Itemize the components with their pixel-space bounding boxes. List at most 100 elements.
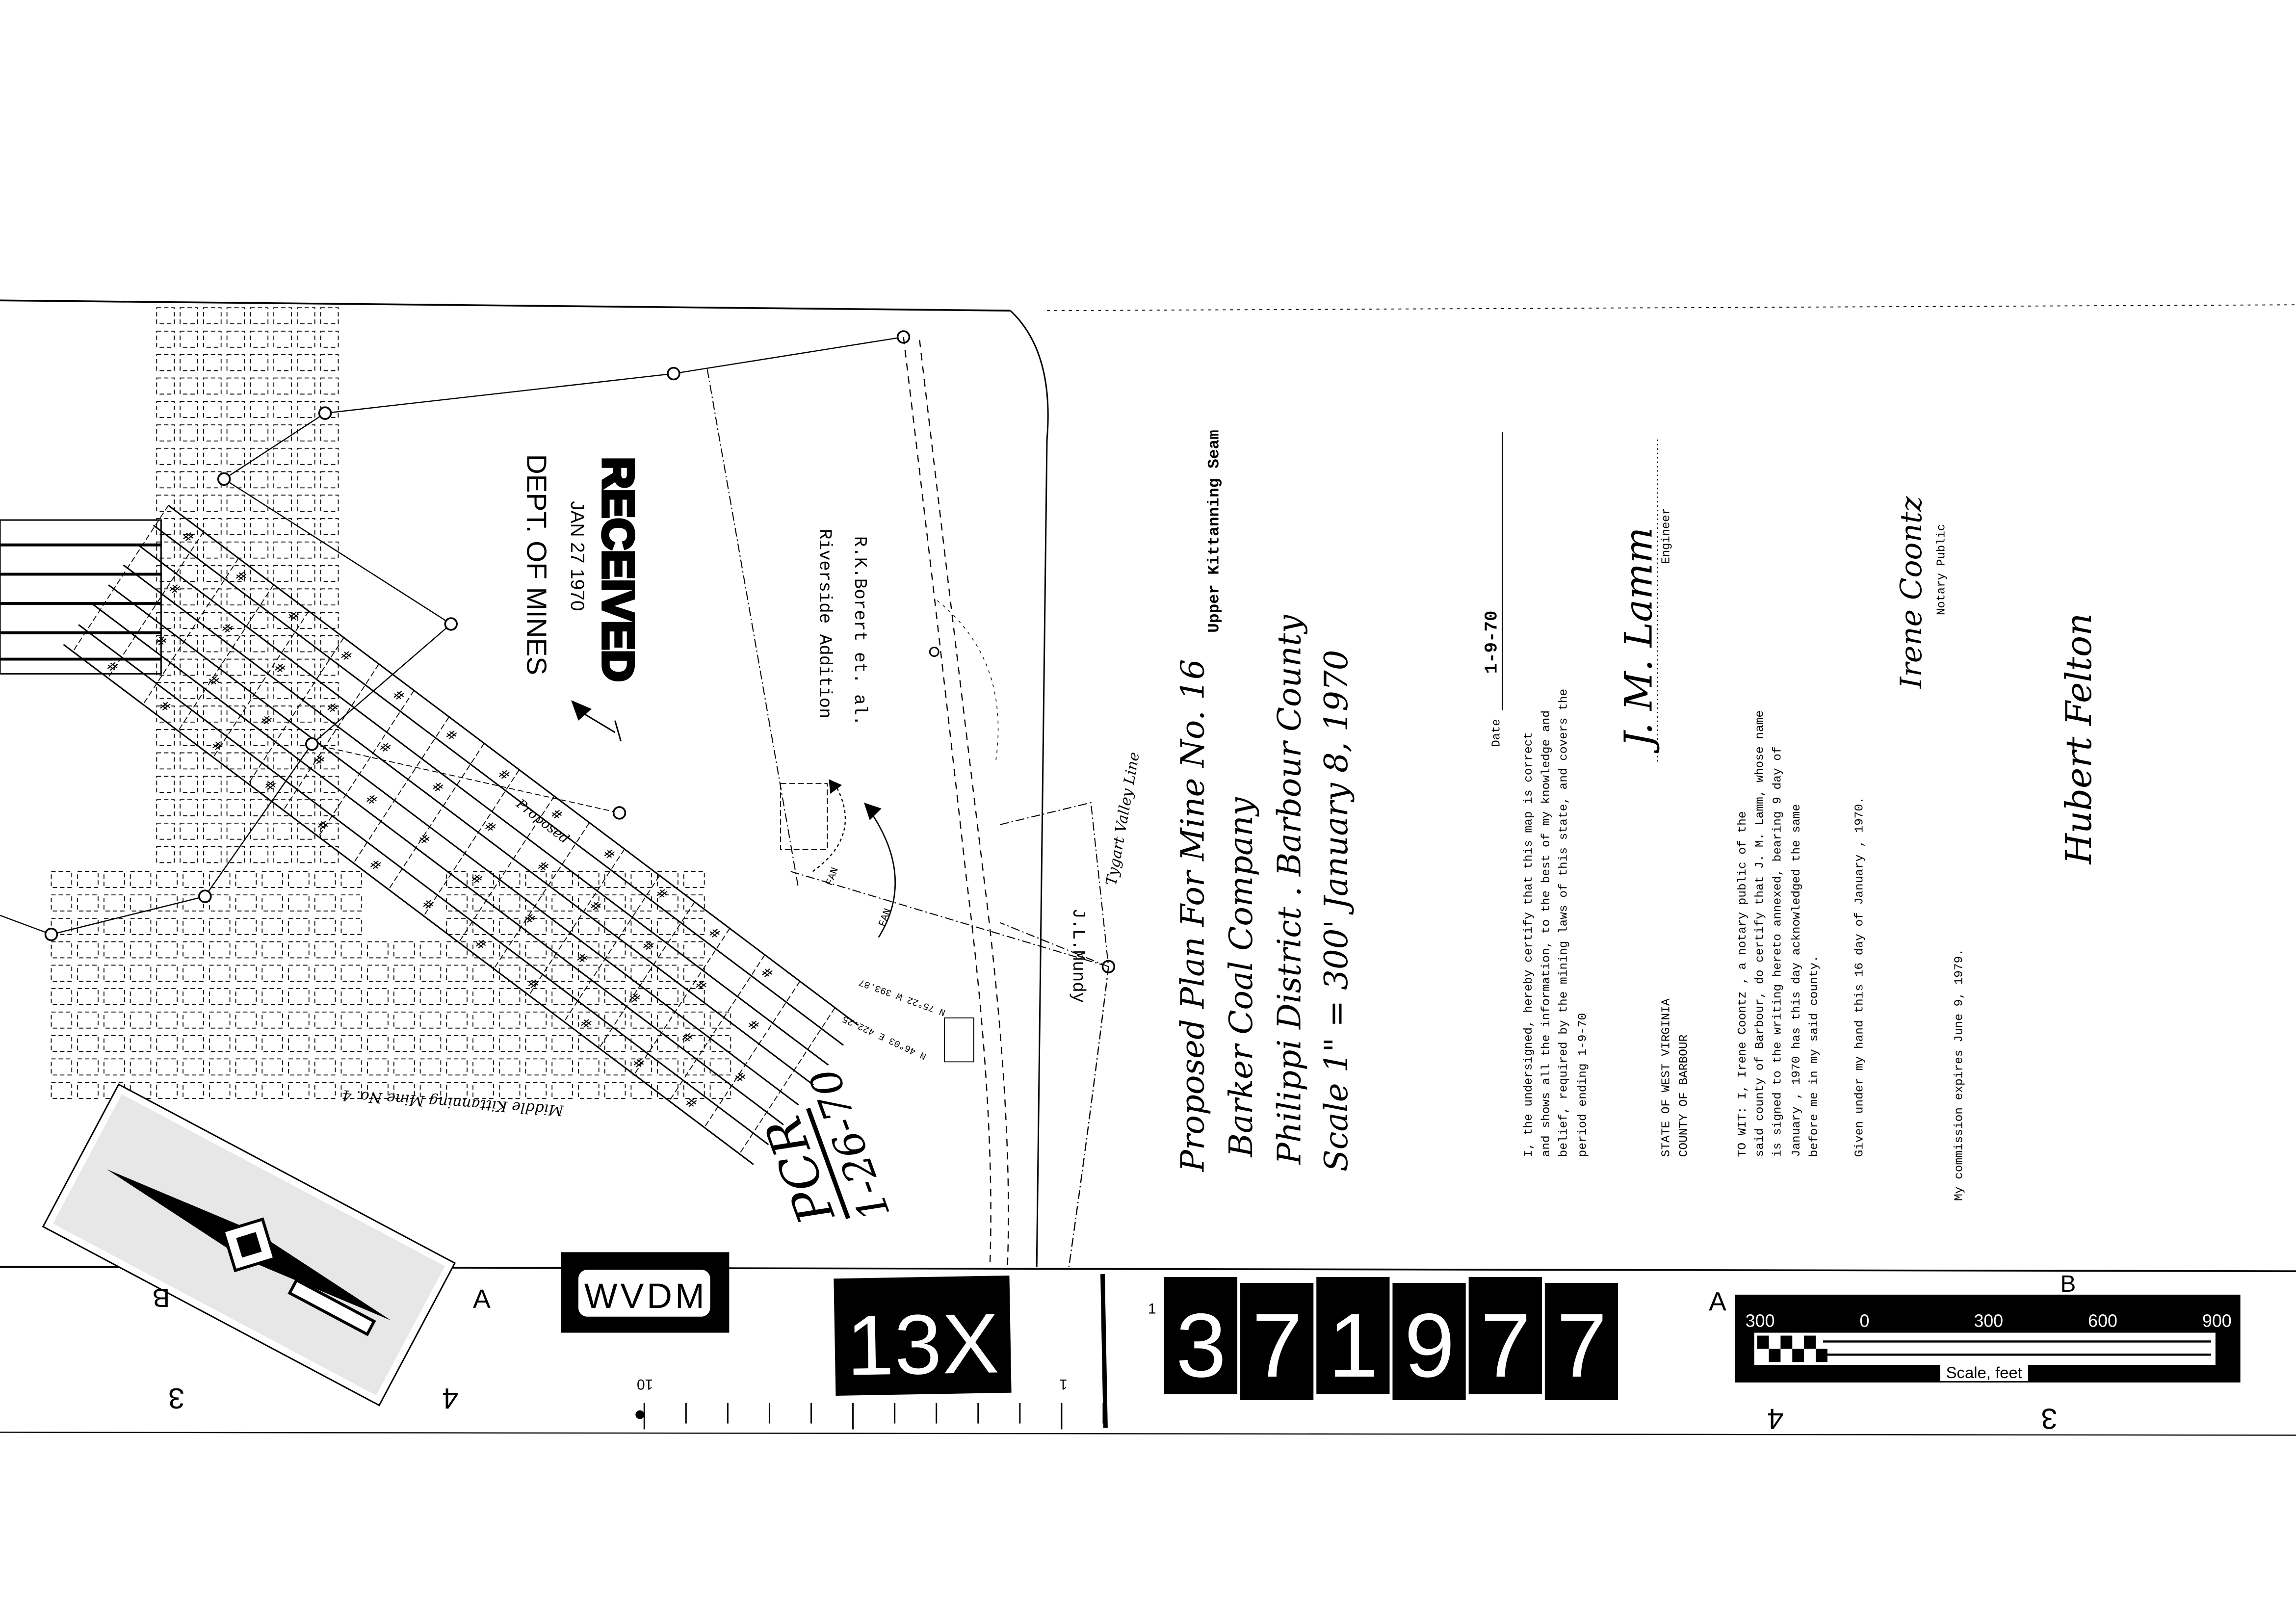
mine-pillar <box>226 588 245 606</box>
mine-pillar <box>250 635 269 652</box>
mine-pillar <box>472 988 494 1005</box>
mine-pillar <box>273 846 292 863</box>
stopping-mark: # <box>415 830 433 849</box>
mine-pillar <box>261 1082 283 1099</box>
mine-pillar <box>203 377 222 395</box>
mine-pillar <box>156 1011 178 1029</box>
scale-check <box>1757 1335 1769 1349</box>
mine-pillar <box>630 1011 652 1029</box>
mine-pillar <box>498 965 521 982</box>
scale-tick-label: 300 <box>1746 1311 1775 1331</box>
mine-pillar <box>226 729 245 746</box>
road-dashed-line-2 <box>919 339 1009 1267</box>
mine-pillar <box>180 471 198 489</box>
mine-pillar <box>683 1011 705 1029</box>
sheet-top-edge-right <box>1047 304 2296 312</box>
stopping-mark: # <box>310 751 328 769</box>
mine-pillar <box>446 965 468 982</box>
mine-pillar <box>226 799 245 816</box>
fan-arrow-icon <box>812 779 896 938</box>
mine-pillar <box>156 752 175 770</box>
mine-pillar <box>296 447 315 465</box>
crosscut-line <box>458 796 555 943</box>
mine-pillar <box>367 1058 389 1076</box>
mine-pillar <box>273 518 292 535</box>
borert-label: R.K.Borert et. al. <box>850 536 870 726</box>
scale-label: Scale, feet <box>1946 1363 2022 1382</box>
mine-pillar <box>226 822 245 840</box>
mine-pillar <box>367 941 389 959</box>
bearing-label-1: N 75°22 W 393.87 <box>858 977 947 1018</box>
mine-pillar <box>203 658 222 676</box>
crosscut-line <box>599 901 695 1048</box>
crosscut-line <box>388 743 485 890</box>
stopping-mark: # <box>524 975 543 993</box>
mine-pillar <box>156 871 178 888</box>
mine-pillar <box>180 401 198 418</box>
mine-pillar <box>273 307 292 324</box>
scale-tick-label: 600 <box>2088 1311 2117 1331</box>
mine-pillar <box>367 988 389 1005</box>
mine-pillar <box>180 729 198 746</box>
mine-pillar <box>51 894 73 912</box>
mine-pillar <box>226 495 245 512</box>
mine-pillar <box>261 941 283 959</box>
cert-line-2: and shows all the information, to the be… <box>1540 710 1553 1157</box>
mine-pillar <box>320 447 339 465</box>
stopping-mark: # <box>337 647 355 665</box>
mine-pillar <box>683 988 705 1005</box>
title-block: Proposed Plan For Mine No. 16 Upper Kitt… <box>1174 430 1355 1172</box>
cert-line-1: I, the undersigned, hereby certify that … <box>1522 732 1536 1157</box>
mine-pillar <box>180 682 198 700</box>
fan-label-2: FAN <box>877 907 894 928</box>
mine-pillar <box>472 941 494 959</box>
mine-pillar <box>419 1035 442 1052</box>
mine-pillar <box>183 1035 204 1052</box>
mine-pillar <box>180 447 198 465</box>
mine-pillar <box>156 658 175 676</box>
road-dashed-line <box>903 337 991 1267</box>
mine-pillar <box>156 635 175 652</box>
mine-pillar <box>261 1011 283 1029</box>
mine-pillar <box>180 307 198 324</box>
mine-pillar <box>498 894 521 912</box>
mine-pillar <box>183 871 204 888</box>
stopping-mark: # <box>744 1016 762 1035</box>
mine-pillar <box>320 588 339 606</box>
mine-pillar <box>250 705 269 723</box>
mine-pillar <box>367 965 389 982</box>
strip-bottom-line <box>0 1432 2296 1436</box>
mine-pillar <box>156 471 175 489</box>
mine-pillar <box>630 894 652 912</box>
mine-pillar <box>156 518 175 535</box>
mine-pillar <box>525 988 547 1005</box>
mine-pillar <box>250 447 269 465</box>
mine-pillar <box>320 822 339 840</box>
approval-signature: Hubert Felton <box>2059 613 2099 865</box>
mine-pillar <box>498 988 521 1005</box>
mine-pillar <box>203 729 222 746</box>
strip-num-4-right: 4 <box>1767 1403 1783 1435</box>
scale-tick-label: 300 <box>1974 1311 2003 1331</box>
county-label: COUNTY OF BARBOUR <box>1677 1034 1691 1157</box>
mine-pillar <box>657 1082 678 1099</box>
mine-pillar <box>156 894 178 912</box>
state-label: STATE OF WEST VIRGINIA <box>1660 998 1673 1157</box>
mine-pillar <box>235 941 257 959</box>
mine-pillar <box>393 1058 415 1076</box>
mine-pillar <box>525 894 547 912</box>
stopping-mark: # <box>442 726 460 745</box>
north-arrow-icon <box>571 700 622 742</box>
mine-pillar <box>250 776 269 793</box>
mine-pillar <box>498 1035 521 1052</box>
mine-pillar <box>296 307 315 324</box>
mine-pillar <box>183 1011 204 1029</box>
mine-pillar <box>209 1011 231 1029</box>
mine-pillar <box>273 447 292 465</box>
mine-pillar <box>525 1058 547 1076</box>
property-boundary-traverse <box>0 330 1116 974</box>
mine-pillar <box>657 1011 678 1029</box>
mine-pillar <box>419 988 442 1005</box>
mine-pillar <box>630 1058 652 1076</box>
mine-pillar <box>446 917 468 935</box>
